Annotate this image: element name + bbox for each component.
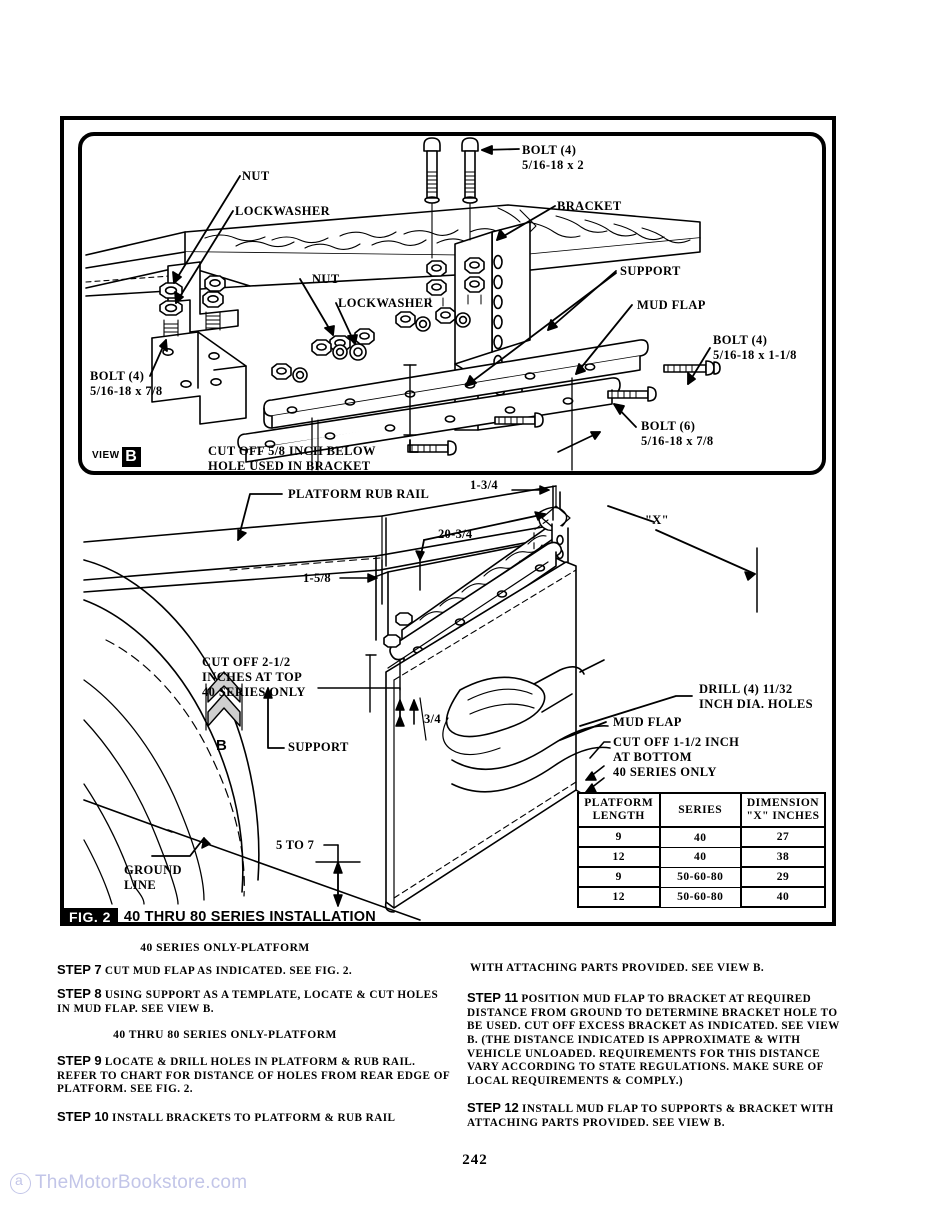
view-b-panel-frame xyxy=(78,132,826,475)
step-10-text: INSTALL BRACKETS TO PLATFORM & RUB RAIL xyxy=(112,1112,396,1124)
table-cell: 40 xyxy=(659,826,742,848)
step-7: STEP 7 CUT MUD FLAP AS INDICATED. SEE FI… xyxy=(57,962,453,979)
table-cell: 40 xyxy=(740,886,826,909)
step-8-label: STEP 8 xyxy=(57,986,102,1001)
callout-bolt-4-x118: BOLT (4) 5/16-18 x 1-1/8 xyxy=(713,333,797,362)
col-platform-length-l2: LENGTH xyxy=(592,810,645,823)
callout-drill-holes: DRILL (4) 11/32 INCH DIA. HOLES xyxy=(699,682,814,711)
step-11-label: STEP 11 xyxy=(467,990,519,1005)
table-cell: 40 xyxy=(659,846,742,868)
dim-20-3-4: 20-3/4 xyxy=(438,527,473,541)
step-11-text: POSITION MUD FLAP TO BRACKET AT REQUIRED… xyxy=(467,993,840,1087)
callout-support-lower: SUPPORT xyxy=(288,740,349,754)
callout-nut-upper: NUT xyxy=(242,169,270,183)
figure-caption: FIG. 2 40 THRU 80 SERIES INSTALLATION xyxy=(62,908,376,926)
table-cell: 12 xyxy=(577,846,661,869)
figure-title: 40 THRU 80 SERIES INSTALLATION xyxy=(123,909,376,925)
callout-bolt-4-x78: BOLT (4) 5/16-18 x 7/8 xyxy=(90,369,163,398)
step-9: STEP 9 LOCATE & DRILL HOLES IN PLATFORM … xyxy=(57,1053,453,1097)
step-9-text: LOCATE & DRILL HOLES IN PLATFORM & RUB R… xyxy=(57,1056,450,1096)
figure-number: FIG. 2 xyxy=(62,908,118,926)
callout-mud-flap-lower: MUD FLAP xyxy=(613,715,682,729)
callout-bolt-6-x78: BOLT (6) 5/16-18 x 7/8 xyxy=(641,419,714,448)
table-cell: 29 xyxy=(740,866,826,889)
subhead-40-series-only: 40 SERIES ONLY-PLATFORM xyxy=(140,942,310,954)
col-platform-length-l1: PLATFORM xyxy=(584,797,654,809)
step-7-text: CUT MUD FLAP AS INDICATED. SEE FIG. 2. xyxy=(104,965,353,977)
watermark-text: TheMotorBookstore.com xyxy=(35,1172,248,1193)
watermark: TheMotorBookstore.com xyxy=(10,1172,247,1194)
subhead-40-thru-80-series-only: 40 THRU 80 SERIES ONLY-PLATFORM xyxy=(113,1029,337,1041)
callout-cut-off-bracket: CUT OFF 5/8 INCH BELOW HOLE USED IN BRAC… xyxy=(208,444,376,473)
step-10-label: STEP 10 xyxy=(57,1109,109,1124)
table-cell: 12 xyxy=(577,886,661,909)
dim-5-to-7: 5 TO 7 xyxy=(276,838,315,852)
callout-nut-lower: NUT xyxy=(312,272,340,286)
dim-3-4: 3/4 xyxy=(424,712,441,726)
step-12: STEP 12 INSTALL MUD FLAP TO SUPPORTS & B… xyxy=(467,1100,851,1130)
dim-1-5-8: 1-5/8 xyxy=(303,571,331,585)
callout-ground-line: GROUND LINE xyxy=(124,863,182,892)
callout-bracket: BRACKET xyxy=(557,199,622,213)
dim-x-label: "X" xyxy=(645,513,669,527)
view-b-tag: VIEW B xyxy=(90,447,141,467)
callout-mud-flap-view-b: MUD FLAP xyxy=(637,298,706,312)
col-platform-length: PLATFORM LENGTH xyxy=(577,791,661,829)
dim-1-3-4: 1-3/4 xyxy=(470,478,498,492)
step-7-label: STEP 7 xyxy=(57,962,102,977)
step-10: STEP 10 INSTALL BRACKETS TO PLATFORM & R… xyxy=(57,1109,453,1126)
table-cell: 50-60-80 xyxy=(659,866,742,888)
step-12-label: STEP 12 xyxy=(467,1100,519,1115)
table-cell: 50-60-80 xyxy=(659,886,742,908)
figure-outer-frame xyxy=(60,116,836,926)
view-b-reference-marker: B xyxy=(216,737,227,754)
col-dimension-x-l2: "X" INCHES xyxy=(746,810,820,823)
table-cell: 38 xyxy=(740,846,826,869)
view-letter-badge: B xyxy=(121,447,141,467)
table-cell: 27 xyxy=(740,826,826,849)
dimension-x-table: PLATFORM LENGTH SERIES DIMENSION "X" INC… xyxy=(577,791,826,909)
page-number: 242 xyxy=(462,1152,488,1168)
callout-support-view-b: SUPPORT xyxy=(620,264,681,278)
table-cell: 9 xyxy=(577,866,661,889)
step-8-text: USING SUPPORT AS A TEMPLATE, LOCATE & CU… xyxy=(57,989,439,1015)
callout-lockwasher-lower: LOCKWASHER xyxy=(338,296,433,310)
col-dimension-x-l1: DIMENSION xyxy=(746,797,820,809)
table-cell: 9 xyxy=(577,826,661,849)
col-dimension-x: DIMENSION "X" INCHES xyxy=(740,791,826,829)
view-label: VIEW xyxy=(92,450,120,461)
callout-bolt-4-x2: BOLT (4) 5/16-18 x 2 xyxy=(522,143,585,172)
callout-cut-off-top: CUT OFF 2-1/2 INCHES AT TOP 40 SERIES ON… xyxy=(202,655,306,699)
step-8: STEP 8 USING SUPPORT AS A TEMPLATE, LOCA… xyxy=(57,986,453,1016)
callout-lockwasher-upper: LOCKWASHER xyxy=(235,204,330,218)
step-12-text: INSTALL MUD FLAP TO SUPPORTS & BRACKET W… xyxy=(467,1103,834,1129)
step-10-continuation: WITH ATTACHING PARTS PROVIDED. SEE VIEW … xyxy=(470,962,765,974)
table-header-row: PLATFORM LENGTH SERIES DIMENSION "X" INC… xyxy=(577,791,826,829)
callout-cut-off-bottom: CUT OFF 1-1/2 INCH AT BOTTOM 40 SERIES O… xyxy=(613,735,740,779)
col-series: SERIES xyxy=(658,791,742,829)
at-sign-icon xyxy=(10,1172,31,1194)
step-11: STEP 11 POSITION MUD FLAP TO BRACKET AT … xyxy=(467,990,851,1089)
callout-platform-rub-rail: PLATFORM RUB RAIL xyxy=(288,487,430,501)
step-9-label: STEP 9 xyxy=(57,1053,102,1068)
